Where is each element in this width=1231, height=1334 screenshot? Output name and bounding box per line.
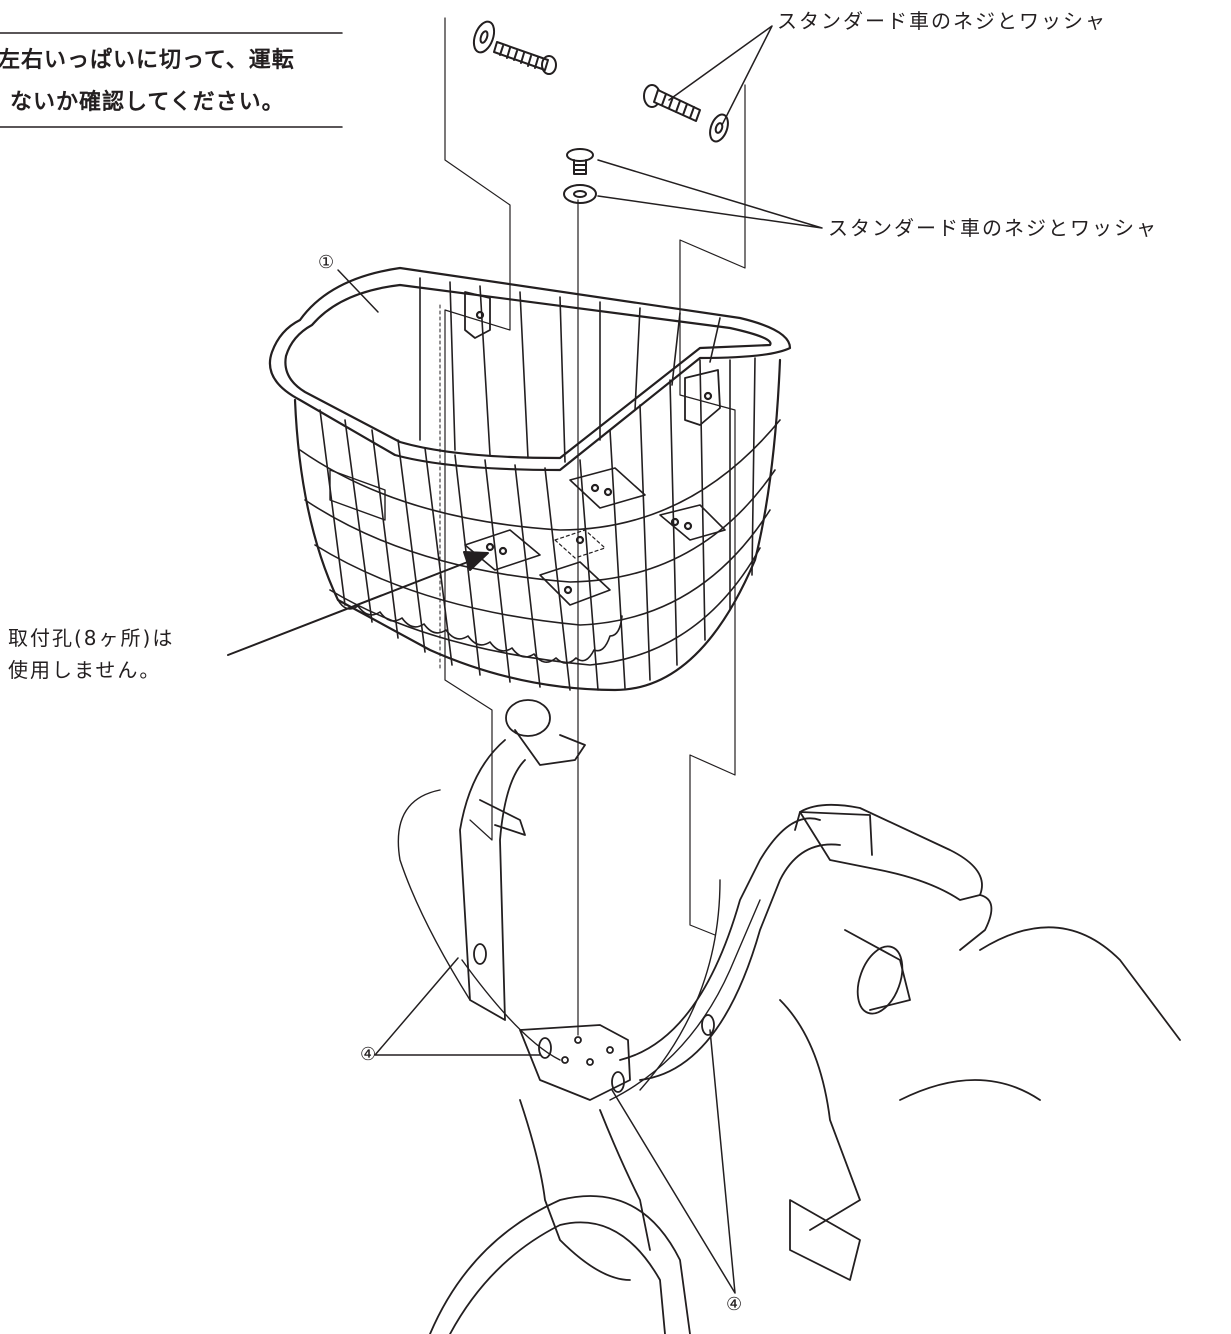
- screw-top-right-icon: [643, 84, 729, 143]
- callout-ties-left: ④: [360, 1044, 377, 1065]
- note-line-2: ないか確認してください。: [10, 90, 285, 115]
- bracket-right: [684, 369, 721, 426]
- callout-ties-bottom: ④: [726, 1294, 743, 1315]
- callout-basket: ①: [318, 252, 335, 273]
- floor-plate-back: [569, 467, 646, 509]
- floor-plate-right: [659, 504, 726, 541]
- basket-drawing: [268, 266, 792, 692]
- guide-line-left: [444, 17, 511, 841]
- leader-mid: [597, 159, 823, 229]
- washer-center-icon: [563, 184, 597, 204]
- leader-top: [668, 25, 773, 126]
- bicycle-drawing: [397, 699, 1181, 1334]
- label-holes-line1: 取付孔(8ヶ所)は: [8, 626, 175, 650]
- bracket-left: [464, 291, 491, 339]
- note-line-1: 左右いっぱいに切って、運転: [0, 48, 295, 73]
- label-holes-line2: 使用しません。: [8, 658, 162, 682]
- guide-line-right: [679, 84, 746, 936]
- floor-plate-left: [464, 529, 541, 571]
- floor-plate-center: [554, 529, 606, 559]
- label-screw-washer-top: スタンダード車のネジとワッシャ: [777, 9, 1107, 33]
- label-screw-washer-mid: スタンダード車のネジとワッシャ: [828, 216, 1158, 240]
- leader-holes: [227, 557, 479, 656]
- small-screw-icon: [566, 148, 594, 175]
- floor-plate-front: [539, 561, 611, 606]
- leader-ties-bottom: [611, 1029, 736, 1294]
- leader-basket: [337, 269, 379, 313]
- arrow-head: [463, 551, 489, 571]
- screw-top-left-icon: [472, 20, 557, 75]
- leader-ties-left: [374, 957, 541, 1056]
- cable-ties: [473, 943, 715, 1093]
